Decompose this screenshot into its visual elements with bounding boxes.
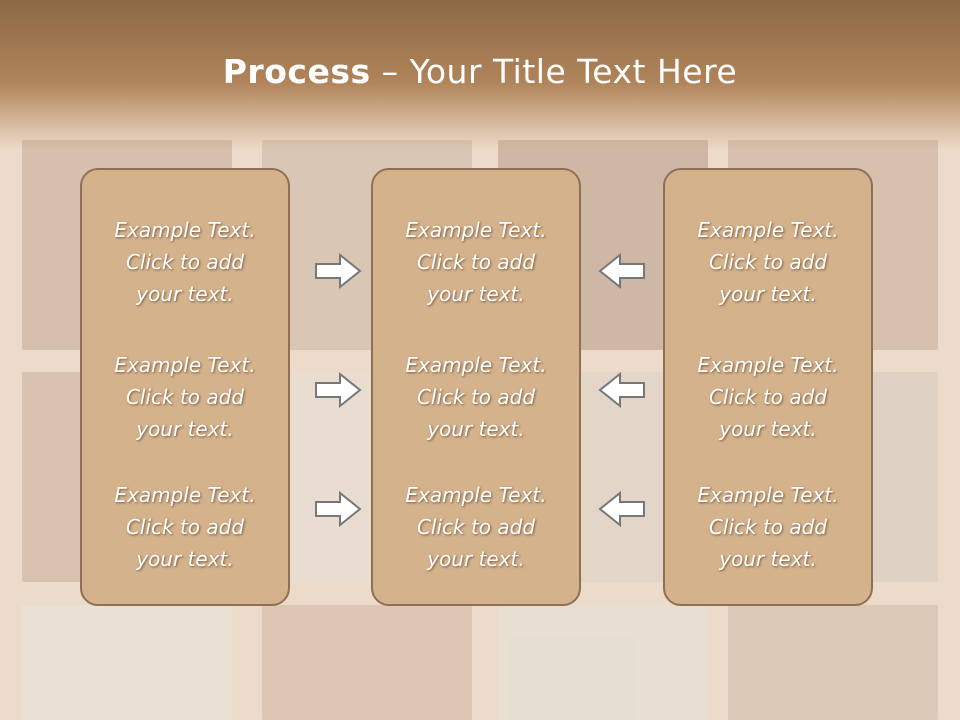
box-text[interactable]: Example Text. Click to add your text. <box>697 353 839 441</box>
right-arrow-icon <box>315 372 362 408</box>
right-arrow-icon <box>315 253 362 289</box>
slide-title[interactable]: Process – Your Title Text Here <box>0 52 960 91</box>
box-text[interactable]: Example Text. Click to add your text. <box>114 353 256 441</box>
left-arrow-icon <box>598 253 645 289</box>
title-bold: Process <box>222 52 371 91</box>
box-text[interactable]: Example Text. Click to add your text. <box>114 218 256 306</box>
box-text[interactable]: Example Text. Click to add your text. <box>405 218 547 306</box>
box-text[interactable]: Example Text. Click to add your text. <box>697 483 839 571</box>
title-bar <box>0 0 960 150</box>
right-arrow-icon <box>315 491 362 527</box>
box-text[interactable]: Example Text. Click to add your text. <box>114 483 256 571</box>
process-box-center[interactable]: Example Text. Click to add your text. Ex… <box>371 168 581 606</box>
box-text[interactable]: Example Text. Click to add your text. <box>405 483 547 571</box>
box-text[interactable]: Example Text. Click to add your text. <box>697 218 839 306</box>
process-box-right[interactable]: Example Text. Click to add your text. Ex… <box>663 168 873 606</box>
box-text[interactable]: Example Text. Click to add your text. <box>405 353 547 441</box>
title-rest: – Your Title Text Here <box>370 52 738 91</box>
process-box-left[interactable]: Example Text. Click to add your text. Ex… <box>80 168 290 606</box>
left-arrow-icon <box>598 372 645 408</box>
left-arrow-icon <box>598 491 645 527</box>
